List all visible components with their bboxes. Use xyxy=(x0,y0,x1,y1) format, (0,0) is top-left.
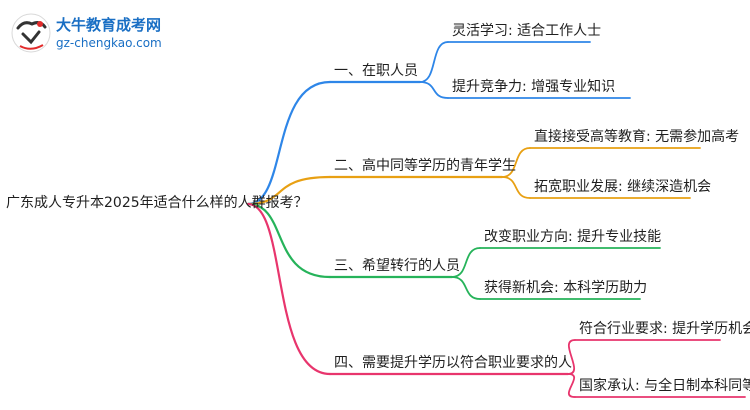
leaf-connector xyxy=(451,276,481,300)
bull-logo-icon xyxy=(11,13,51,53)
leaf-label: 灵活学习: 适合工作人士 xyxy=(452,23,602,39)
leaf-connector xyxy=(501,147,531,178)
logo-site-url: gz-chengkao.com xyxy=(56,36,162,50)
logo-site-name: 大牛教育成考网 xyxy=(56,16,162,34)
leaf-label: 改变职业方向: 提升专业技能 xyxy=(484,229,662,245)
leaf-connector xyxy=(451,247,481,278)
branch-label: 二、高中同等学历的青年学生 xyxy=(334,158,516,174)
branch-label: 三、希望转行的人员 xyxy=(334,258,460,274)
branch-connector xyxy=(246,202,332,279)
branch-label: 四、需要提升学历以符合职业要求的人 xyxy=(334,355,572,371)
root-topic: 广东成人专升本2025年适合什么样的人群报考？ xyxy=(6,195,308,211)
branch-label: 一、在职人员 xyxy=(334,63,418,79)
leaf-label: 直接接受高等教育: 无需参加高考 xyxy=(534,129,740,145)
leaf-label: 拓宽职业发展: 继续深造机会 xyxy=(534,179,712,195)
leaf-connector xyxy=(567,373,576,398)
leaf-label: 获得新机会: 本科学历助力 xyxy=(484,280,648,296)
leaf-label: 国家承认: 与全日制本科同等效力 xyxy=(579,378,750,394)
branch-connector xyxy=(246,80,332,206)
branch-connector xyxy=(246,202,332,376)
leaf-label: 符合行业要求: 提升学历机会 xyxy=(579,321,750,337)
site-logo[interactable]: 大牛教育成考网 gz-chengkao.com xyxy=(10,12,162,56)
leaf-label: 提升竞争力: 增强专业知识 xyxy=(452,79,616,95)
branch-connector xyxy=(246,175,332,206)
leaf-connector xyxy=(567,339,576,375)
leaf-connector xyxy=(501,176,531,199)
leaf-connector xyxy=(419,41,449,83)
leaf-connector xyxy=(419,81,449,99)
